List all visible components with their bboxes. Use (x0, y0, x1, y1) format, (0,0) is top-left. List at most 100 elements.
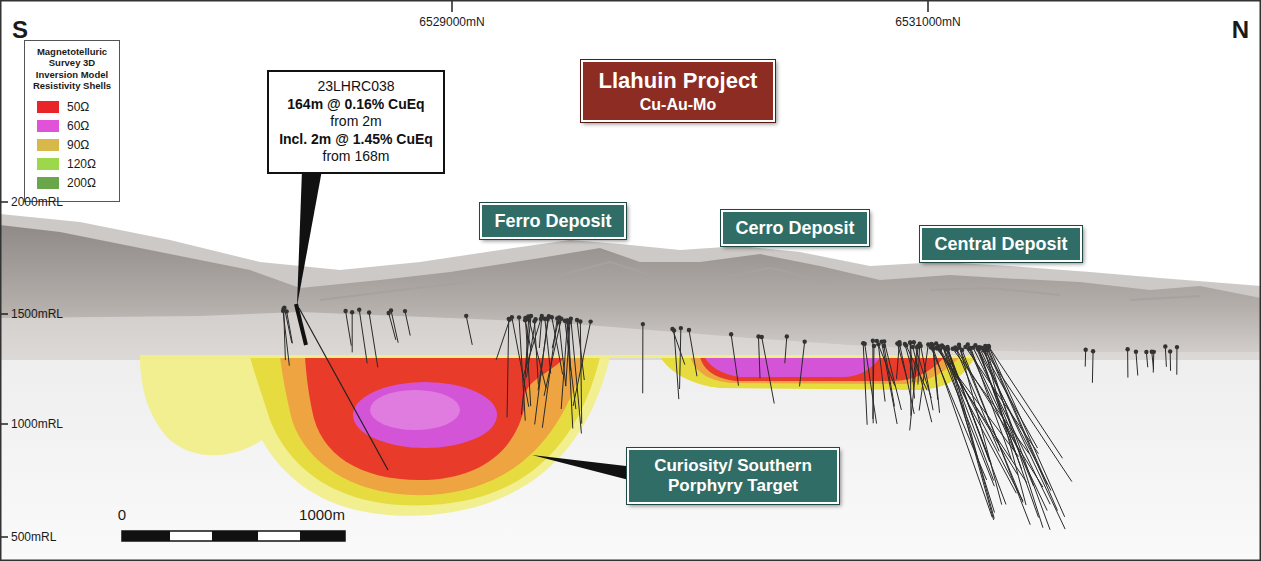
box-text: 23LHRC038 (279, 78, 433, 96)
drill-collar (1168, 349, 1172, 353)
legend-text: 200Ω (67, 176, 96, 190)
box-text: Central Deposit (934, 234, 1067, 255)
drill-collar (871, 339, 875, 343)
drill-collar (539, 317, 543, 321)
drill-hole (800, 342, 805, 387)
drill-hole (932, 344, 993, 517)
direction-label: S (12, 16, 28, 44)
drill-hole (984, 349, 1072, 481)
legend-row: 50Ω (29, 98, 115, 117)
drill-hole (865, 344, 877, 424)
drill-collar (507, 317, 511, 321)
box-text: Cu-Au-Mo (599, 95, 758, 114)
terrain (0, 225, 1261, 360)
drill-hole (369, 313, 378, 368)
direction-label: N (1232, 16, 1249, 44)
drill-collar (1134, 350, 1138, 354)
drill-hole (466, 316, 472, 345)
drill-hole (913, 347, 932, 422)
ridge-shading (320, 262, 1200, 300)
drill-hole (884, 342, 901, 410)
axis-ticks (0, 1, 928, 537)
drill-hole (1170, 351, 1171, 370)
project-title-box: Llahuin ProjectCu-Au-Mo (581, 60, 776, 122)
drill-collar (1083, 348, 1087, 352)
drill-holes (281, 305, 1179, 529)
far-ridge (0, 214, 1261, 360)
drill-collar (882, 339, 886, 343)
drill-collar (977, 345, 981, 349)
drill-collar (941, 345, 945, 349)
drill-collar (908, 340, 912, 344)
drill-hole (1085, 350, 1086, 367)
drill-hole (758, 337, 760, 379)
drill-collar (1152, 350, 1156, 354)
drill-collar (550, 315, 554, 319)
deposit-box: Central Deposit (920, 226, 1081, 263)
drill-collar (960, 348, 964, 352)
legend-row: 90Ω (29, 136, 115, 155)
scale-bar (122, 531, 345, 541)
drill-collar (687, 328, 691, 332)
drill-collar (976, 345, 980, 349)
drill-hole (535, 319, 548, 424)
drill-hole (1092, 351, 1094, 383)
drill-hole (979, 347, 1065, 529)
drill-collar (872, 344, 876, 348)
drill-collar (343, 309, 347, 313)
box-text: from 168m (279, 148, 433, 166)
drill-hole (973, 348, 1050, 505)
shell-red (700, 357, 945, 381)
drill-hole (1176, 347, 1177, 375)
callout-pointer (297, 170, 322, 306)
drill-collar (897, 342, 901, 346)
box-text: Curiosity/ Southern Porphyry Target (641, 456, 825, 495)
drill-collar (575, 318, 579, 322)
drill-collar (350, 310, 354, 314)
legend-swatch (37, 177, 59, 189)
drill-collar (986, 348, 990, 352)
legend-row: 200Ω (29, 174, 115, 193)
drill-hole (937, 348, 1027, 482)
drill-collar (284, 309, 288, 313)
drill-collar (357, 307, 361, 311)
drill-hole (975, 345, 1033, 486)
drill-collar (546, 317, 550, 321)
shell-orange (280, 357, 585, 495)
drill-collar (971, 345, 975, 349)
drill-collar (517, 315, 521, 319)
drill-hole (872, 341, 873, 423)
drill-hole (568, 323, 571, 371)
drill-collar (982, 347, 986, 351)
drill-hole (359, 310, 367, 364)
drill-collar (679, 326, 683, 330)
drill-hole (577, 320, 584, 380)
drill-collar (529, 314, 533, 318)
drill-hole (921, 346, 933, 410)
drill-hole (346, 311, 352, 346)
drill-hole (873, 346, 874, 419)
drill-hole (284, 309, 286, 360)
drill-collar (1125, 347, 1129, 351)
drill-collar (802, 339, 806, 343)
legend-box: Magnetotelluric Survey 3D Inversion Mode… (24, 40, 120, 202)
shell-magenta (353, 382, 497, 448)
drill-hole (512, 317, 529, 407)
drill-hole (910, 342, 914, 398)
northing-label: 6529000mN (419, 15, 484, 29)
drill-hole (391, 310, 398, 342)
elevation-label: 1000mRL (11, 417, 63, 431)
drill-hole (352, 312, 353, 352)
legend-text: 120Ω (67, 157, 96, 171)
drill-hole (988, 350, 1058, 511)
drill-collar (1163, 344, 1167, 348)
drill-collar (464, 314, 468, 318)
drill-hole (552, 317, 563, 374)
legend-text: 50Ω (67, 100, 89, 114)
legend-swatch (37, 158, 59, 170)
legend-text: 90Ω (67, 138, 89, 152)
drill-hole (785, 336, 787, 363)
drill-hole (642, 324, 643, 393)
